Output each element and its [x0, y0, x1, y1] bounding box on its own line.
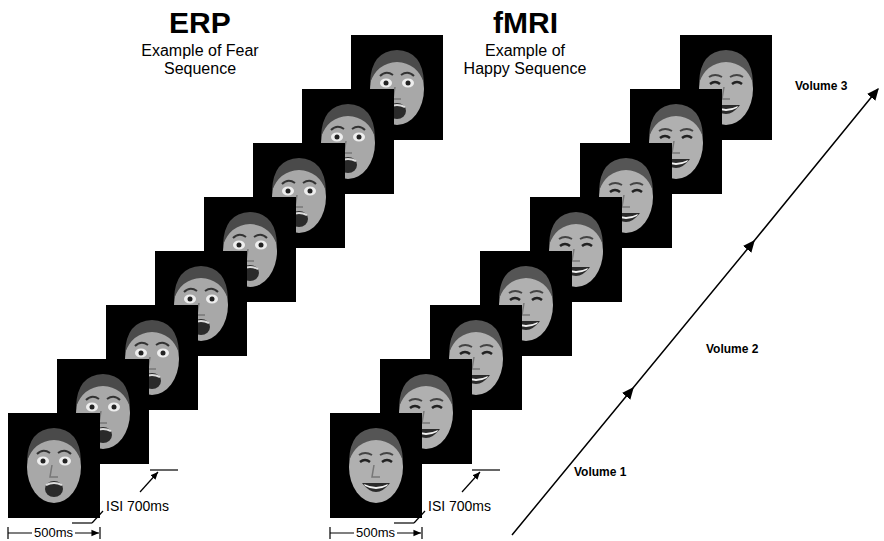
volume-label: Volume 1: [574, 466, 626, 479]
interval-label: ISI 700ms: [106, 499, 169, 514]
panel-subtitle: Example of Happy Sequence: [463, 42, 587, 77]
interval-label: ISI 700ms: [428, 499, 491, 514]
volume-label: Volume 2: [706, 343, 758, 356]
volume-label: Volume 3: [795, 80, 847, 93]
panel-title: ERP: [169, 6, 231, 39]
duration-label: 500ms: [354, 526, 397, 540]
duration-label: 500ms: [32, 526, 75, 540]
panel-subtitle: Example of Fear Sequence: [138, 42, 262, 77]
panel-title: fMRI: [493, 6, 558, 39]
